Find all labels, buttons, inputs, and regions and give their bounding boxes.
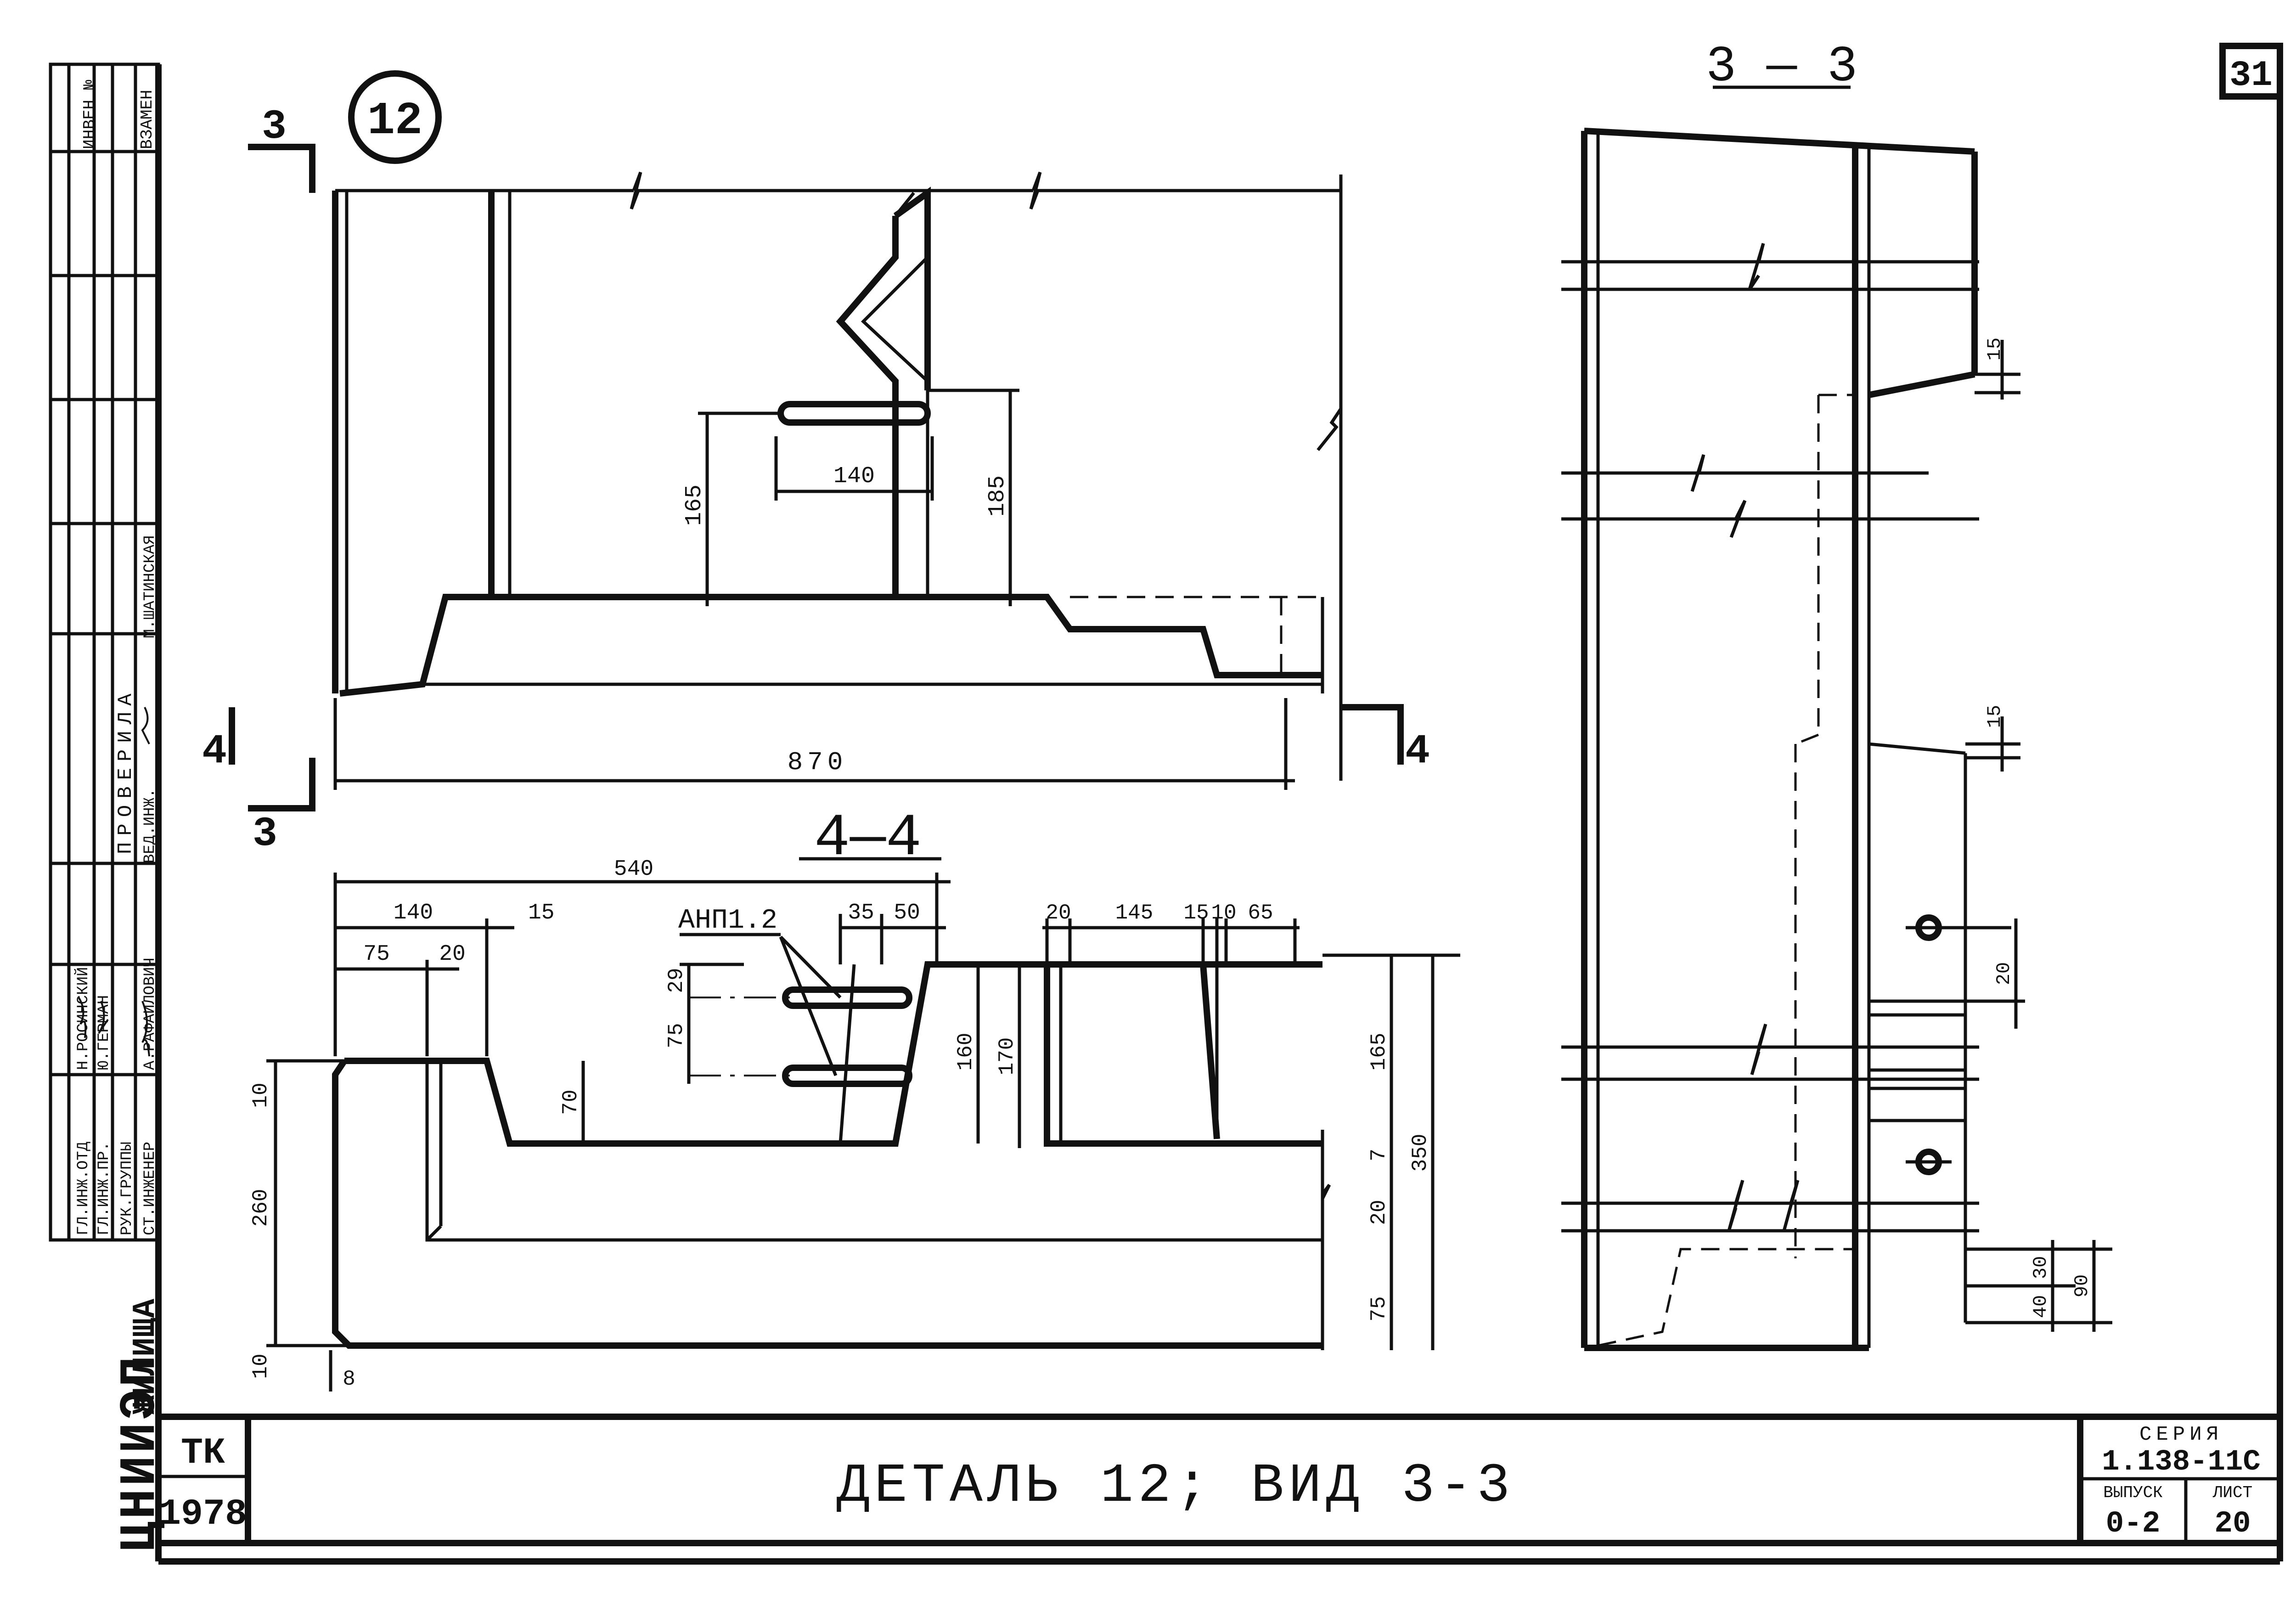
left-stamp: ИНВЕН № ВЗАМЕН ПРОВЕРИЛА М.ШАТИНСКАЯ ВЕД… (49, 62, 169, 1552)
anchor-label: АНП1.2 (678, 905, 777, 936)
dim-65: 65 (1248, 901, 1273, 925)
dim-70: 70 (559, 1089, 583, 1115)
detail-marker-number: 12 (367, 96, 422, 147)
sheet-frame: 31 (155, 43, 2283, 1565)
checked-name: М.ШАТИНСКАЯ (141, 535, 159, 638)
series-value: 1.138-11С (2102, 1446, 2261, 1479)
series-label: СЕРИЯ (2139, 1423, 2223, 1446)
sheet-title: ДЕТАЛЬ 12; ВИД 3-3 (837, 1455, 1514, 1518)
section-mark-3-top: 3 (262, 104, 287, 151)
dim-540: 540 (614, 857, 653, 882)
dim-20-right: 20 (1367, 1200, 1391, 1225)
section-mark-4-left: 4 (202, 728, 227, 775)
dim-170: 170 (995, 1037, 1019, 1076)
dim-8: 8 (343, 1367, 355, 1391)
view-3-3: 3 — 3 (1561, 39, 2112, 1351)
title-block: ТК 1978 ДЕТАЛЬ 12; ВИД 3-3 СЕРИЯ 1.138-1… (155, 1414, 2283, 1546)
dim-165: 165 (1367, 1033, 1391, 1071)
replace-label: ВЗАМЕН (138, 90, 157, 149)
stamp-role-1: ГЛ.ИНЖ.ОТД (75, 1142, 92, 1235)
view-dim-40: 40 (2030, 1295, 2052, 1318)
detail-dim-140: 140 (833, 463, 875, 490)
org-name: ЖИЛИЩА (128, 1299, 164, 1414)
dim-15: 15 (528, 901, 555, 925)
sheet-number: 31 (2229, 56, 2273, 96)
section-mark-4-right: 4 (1405, 728, 1430, 775)
view-dim-15-top: 15 (1984, 338, 2006, 361)
signature-2 (98, 1001, 109, 1034)
section-4-4: 4—4 АНП1.2 540 140 15 75 20 (249, 805, 1460, 1392)
dim-35: 35 (848, 901, 874, 925)
dim-75: 75 (363, 942, 390, 967)
dim-350: 350 (1408, 1134, 1432, 1172)
dim-75-right: 75 (1367, 1296, 1391, 1321)
dim-20-top: 20 (1046, 901, 1071, 925)
dim-7: 7 (1367, 1149, 1391, 1161)
issue-label: ВЫПУСК (2103, 1483, 2163, 1502)
list-value: 20 (2214, 1506, 2251, 1541)
detail-marker: 12 (348, 70, 442, 164)
detail-dim-165: 165 (681, 485, 708, 526)
dim-160: 160 (954, 1033, 978, 1071)
stamp-role-4: СТ.ИНЖЕНЕР (141, 1142, 159, 1235)
dim-29: 29 (664, 968, 688, 993)
dim-20: 20 (439, 942, 466, 967)
signature-4 (141, 707, 150, 744)
stamp-name-4: А.РАФАИЛОВИЧ (141, 958, 159, 1070)
dim-10-bottom: 10 (249, 1353, 273, 1379)
detail-12-drawing: 3 3 4 4 165 140 185 870 (202, 104, 1430, 858)
issue-value: 0-2 (2106, 1506, 2161, 1541)
section-4-4-title: 4—4 (814, 805, 922, 873)
list-label: ЛИСТ (2212, 1483, 2252, 1502)
year: 1978 (159, 1493, 247, 1535)
signature-1 (77, 996, 87, 1038)
dim-15-top: 15 (1183, 901, 1209, 925)
dim-75-anchor: 75 (664, 1023, 688, 1048)
dim-50: 50 (894, 901, 920, 925)
detail-dim-870: 870 (788, 748, 848, 777)
dim-145: 145 (1115, 901, 1154, 925)
dim-10: 10 (1211, 901, 1236, 925)
section-mark-3-bottom: 3 (253, 811, 277, 858)
stamp-role-3: РУК.ГРУППЫ (118, 1142, 136, 1235)
dim-140: 140 (394, 901, 433, 925)
view-dim-30: 30 (2030, 1256, 2052, 1279)
dim-10-top: 10 (249, 1082, 273, 1108)
view-dim-15-mid: 15 (1984, 705, 2006, 728)
dim-260: 260 (249, 1189, 273, 1227)
view-dim-90: 90 (2071, 1274, 2093, 1297)
lead-role: ВЕД.ИНЖ. (141, 789, 159, 863)
view-dim-20: 20 (1993, 962, 2015, 985)
detail-dim-185: 185 (985, 475, 1011, 517)
inventory-label: ИНВЕН № (80, 79, 99, 149)
checked-label: ПРОВЕРИЛА (114, 687, 137, 854)
tk-label: ТК (181, 1432, 225, 1474)
signature-3 (141, 1001, 150, 1057)
stamp-role-2: ГЛ.ИНЖ.ПР. (96, 1142, 113, 1235)
